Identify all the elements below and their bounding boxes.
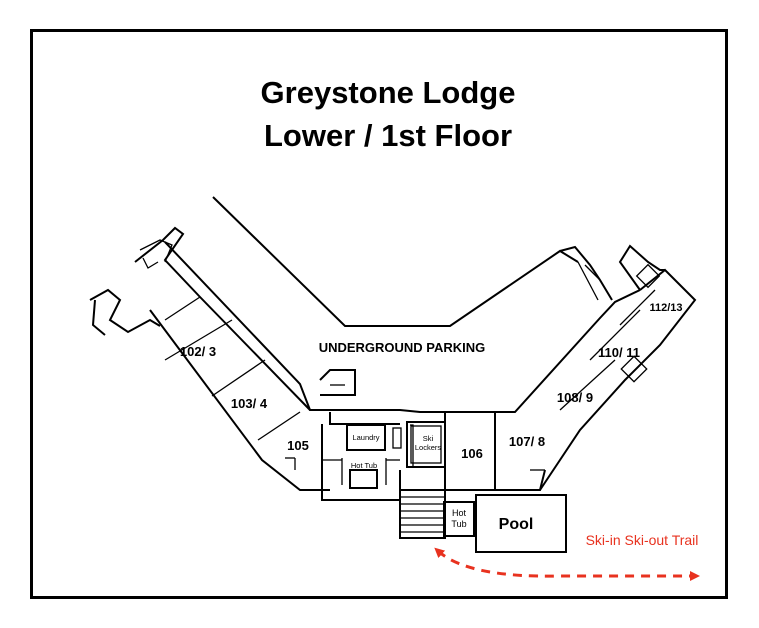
- pool-label: Pool: [499, 516, 534, 533]
- map-title-line2: Lower / 1st Floor: [264, 118, 512, 153]
- room-110-label: 110/ 11: [598, 345, 640, 360]
- ski-trail-arrow: [434, 547, 700, 581]
- center-block: [319, 369, 446, 501]
- room-108-label: 108/ 9: [557, 390, 593, 405]
- trail-label: Ski-in Ski-out Trail: [586, 532, 699, 548]
- ski-lockers-label-line2: Lockers: [415, 443, 442, 452]
- parking-outline: [164, 196, 641, 413]
- room-105-label: 105: [287, 438, 309, 453]
- map-title-line1: Greystone Lodge: [261, 75, 516, 110]
- laundry-label: Laundry: [352, 433, 379, 442]
- ski-lockers-label-line1: Ski: [423, 434, 434, 443]
- room-102-label: 102/ 3: [180, 344, 216, 359]
- hot-tub-label-line2: Tub: [451, 519, 466, 529]
- room-106-label: 106: [461, 446, 483, 461]
- underground-parking-label: UNDERGROUND PARKING: [319, 340, 486, 355]
- right-wing: [539, 244, 697, 491]
- hot-tub-label-line1: Hot: [452, 508, 467, 518]
- room-112-label: 112/13: [649, 302, 682, 314]
- stairs: [399, 489, 446, 539]
- room-103-label: 103/ 4: [231, 396, 268, 411]
- room-107-label: 107/ 8: [509, 434, 545, 449]
- inner-hot-tub-label: Hot Tub: [351, 461, 377, 470]
- rooms-106-107: [444, 412, 546, 491]
- left-wing: [89, 226, 330, 491]
- map-frame: [30, 29, 728, 599]
